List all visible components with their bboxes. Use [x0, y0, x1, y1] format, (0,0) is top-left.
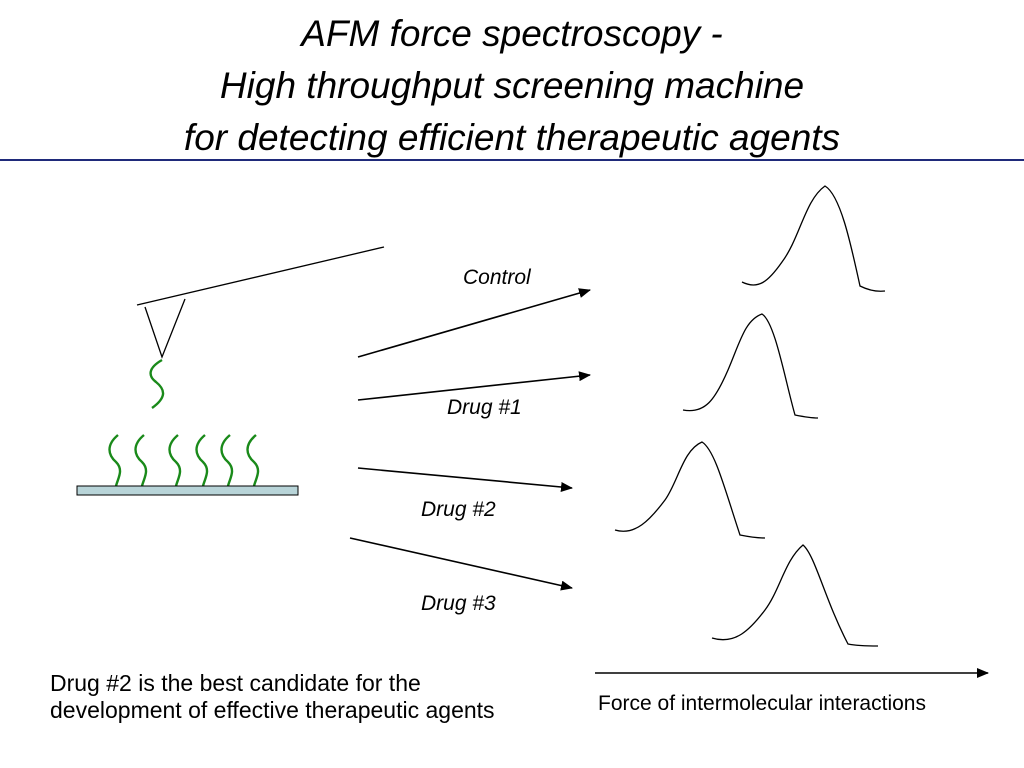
afm-tip: [144, 298, 186, 359]
label-drug3: Drug #3: [421, 592, 496, 615]
curve-control: [741, 185, 886, 292]
substrate-molecule: [108, 434, 122, 487]
curve-drug3: [711, 544, 879, 647]
substrate-molecules: [108, 434, 260, 487]
substrate-plate: [76, 485, 299, 496]
arrows: [349, 288, 591, 591]
label-control: Control: [463, 266, 531, 289]
arrow-drug2: [357, 467, 573, 492]
title-line-3: for detecting efficient therapeutic agen…: [183, 117, 841, 158]
label-drug2: Drug #2: [421, 498, 496, 521]
substrate-molecule: [220, 434, 234, 487]
title-divider: [0, 159, 1024, 161]
slide-title: AFM force spectroscopy - High throughput…: [0, 8, 1024, 164]
title-line-2: High throughput screening machine: [219, 65, 805, 106]
arrow-drug1: [357, 371, 591, 401]
substrate-molecule: [195, 434, 209, 487]
conclusion-text: Drug #2 is the best candidate for the de…: [50, 670, 495, 723]
force-axis-label: Force of intermolecular interactions: [598, 692, 926, 715]
arrow-drug3: [349, 537, 573, 591]
curve-drug1: [682, 313, 819, 419]
tip-molecule: [149, 358, 165, 409]
substrate-molecule: [168, 434, 182, 487]
cantilever-beam: [136, 246, 385, 306]
title-line-1: AFM force spectroscopy -: [301, 13, 723, 54]
afm-cantilever: [136, 246, 385, 359]
substrate-molecule: [134, 434, 148, 487]
arrow-control: [357, 288, 591, 358]
curve-drug2: [614, 441, 766, 539]
substrate-molecule: [246, 434, 260, 487]
label-drug1: Drug #1: [447, 396, 522, 419]
force-curves: [614, 185, 886, 647]
